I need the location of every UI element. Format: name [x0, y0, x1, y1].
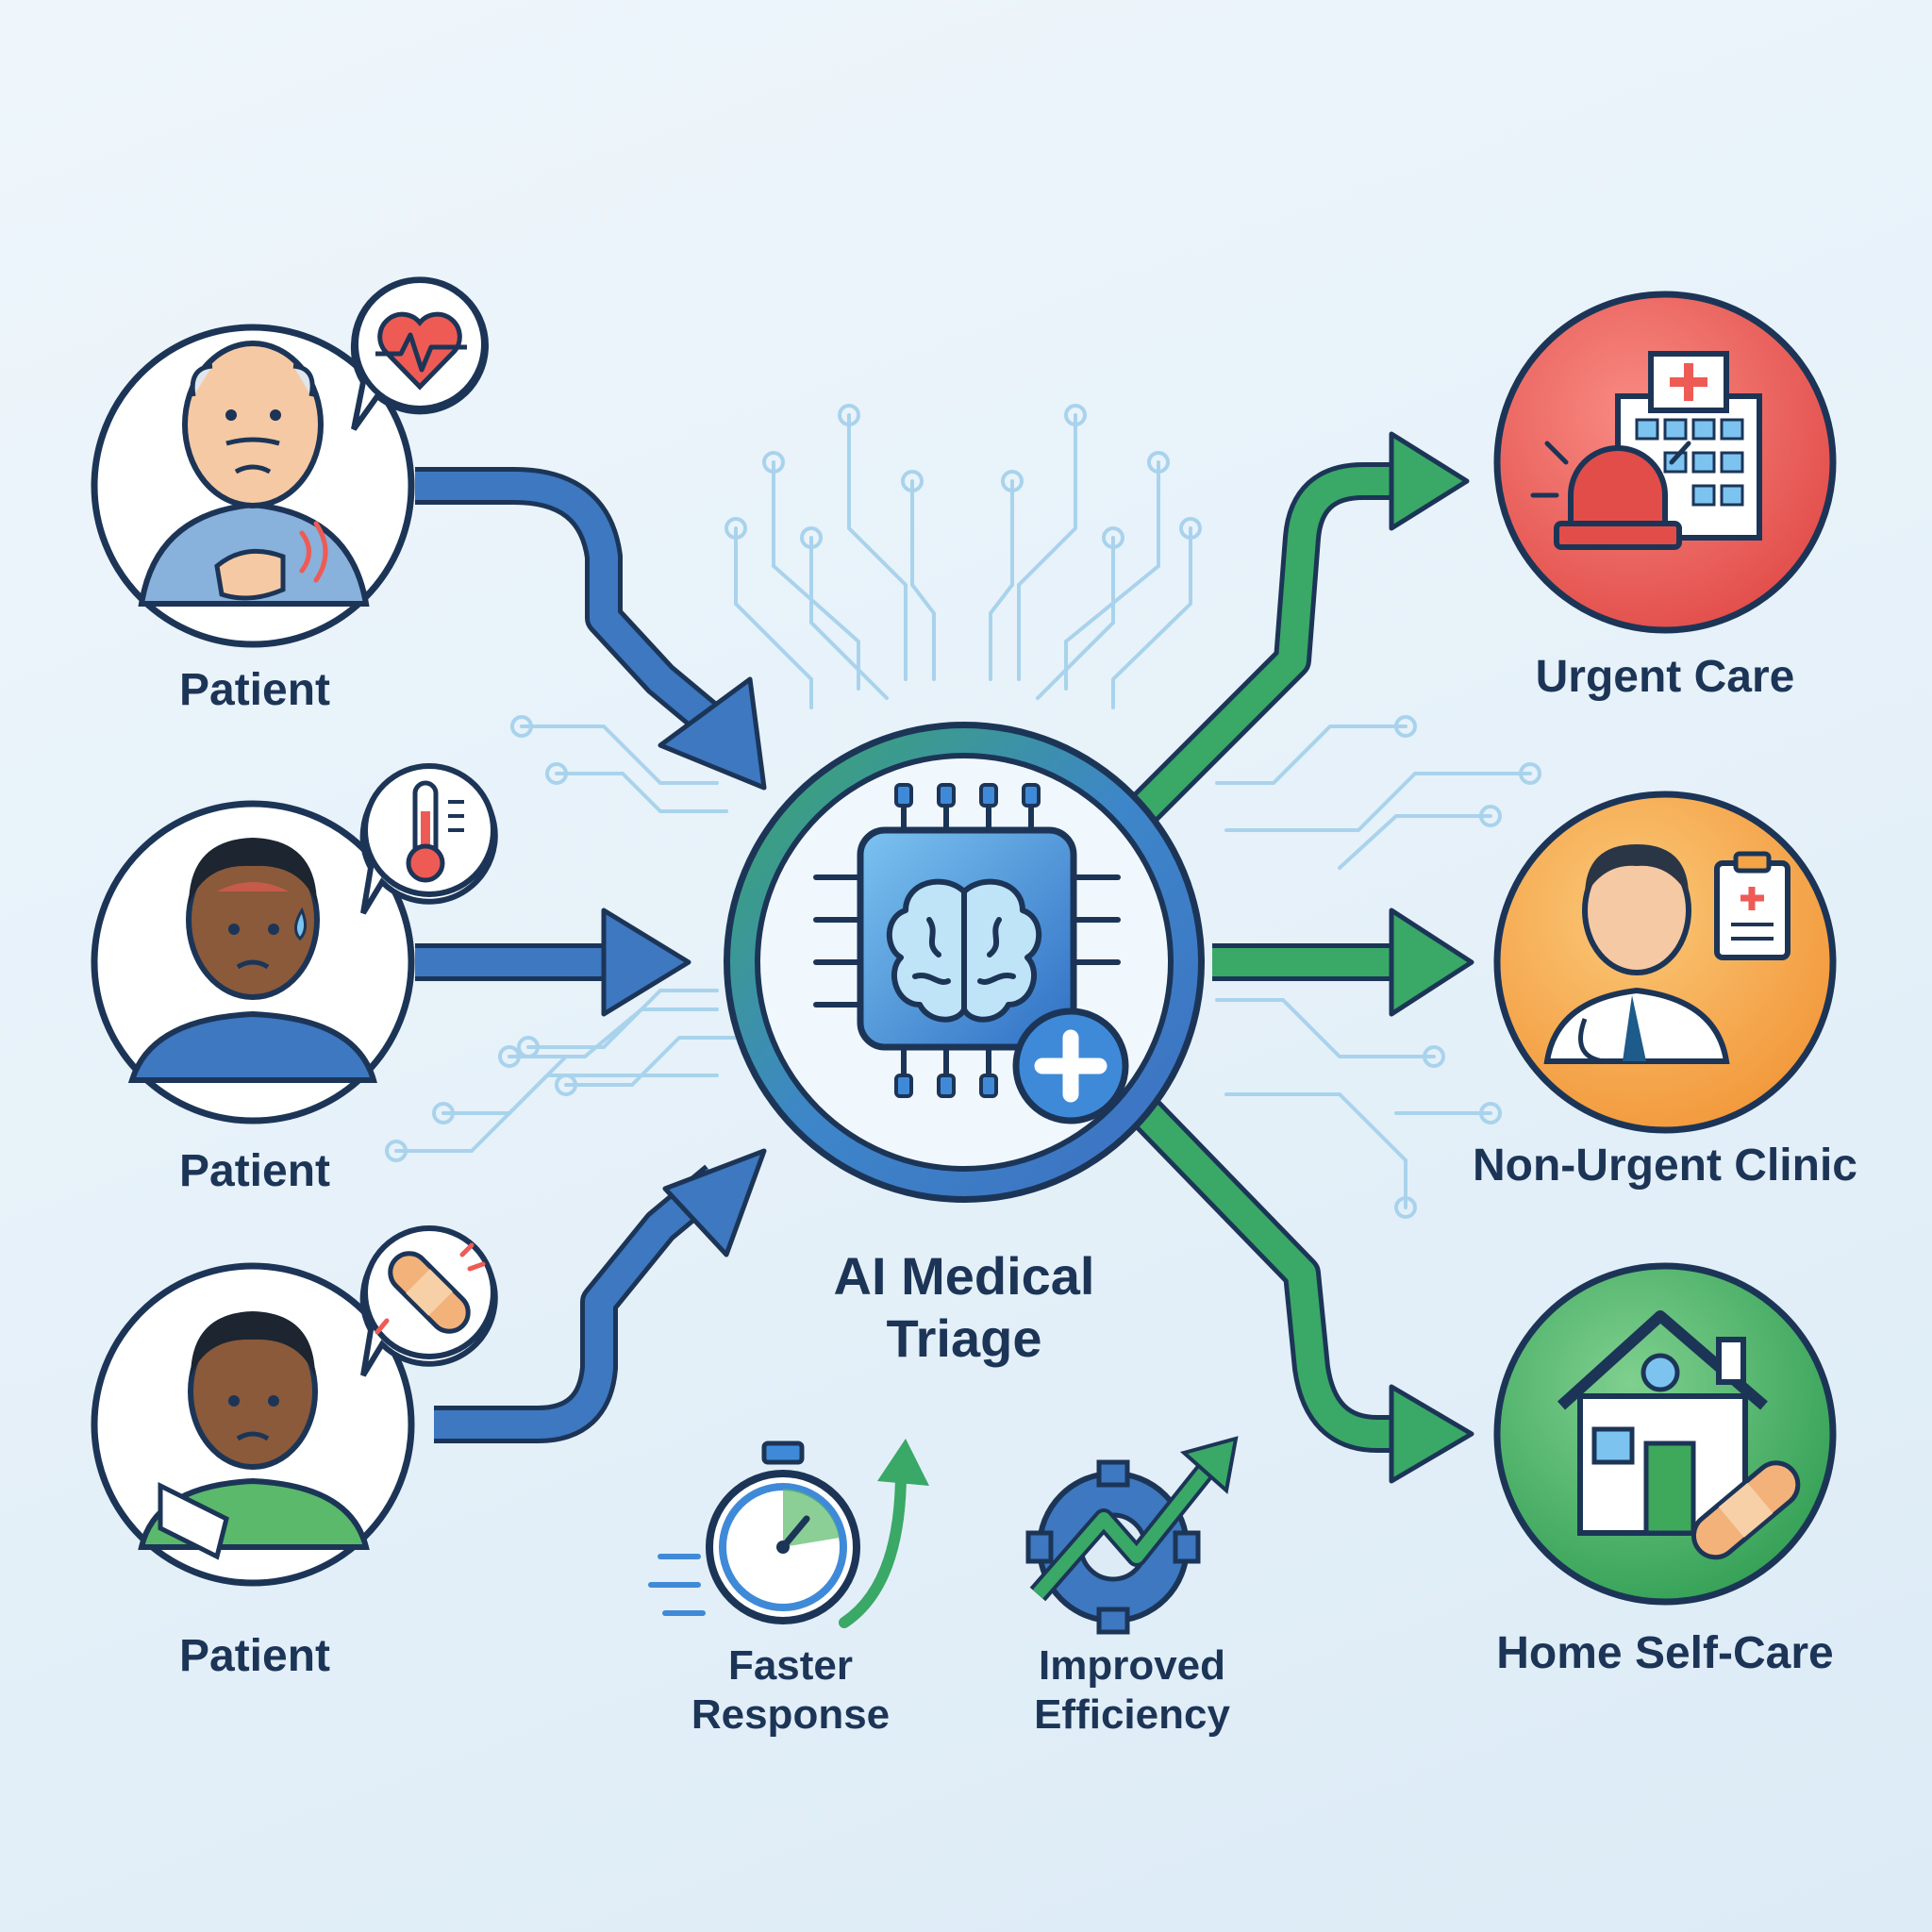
- patient-3-avatar: [91, 1262, 415, 1587]
- gear-growth-icon: [1025, 1436, 1239, 1635]
- bandage-icon: [359, 1225, 498, 1377]
- input-arrow-2-head: [601, 908, 691, 1017]
- heart-rate-icon: [350, 276, 489, 431]
- input-arrow-1-head: [658, 676, 767, 791]
- doctor-clipboard-icon: [1493, 791, 1837, 1134]
- stopwatch-icon: [648, 1439, 929, 1628]
- patient-2-label: Patient: [178, 1146, 331, 1196]
- ai-brain-chip-icon: [813, 783, 1129, 1124]
- benefit-faster-response-line1: Faster: [727, 1642, 854, 1689]
- output-arrow-2-head: [1389, 908, 1474, 1017]
- circuit-traces: [385, 404, 1541, 1219]
- benefit-improved-efficiency-line2: Efficiency: [1034, 1690, 1230, 1738]
- destination-non-urgent-clinic-label: Non-Urgent Clinic: [1473, 1141, 1857, 1191]
- output-arrow-1-head: [1389, 431, 1470, 531]
- input-arrows: [415, 467, 767, 1443]
- patient-3-label: Patient: [178, 1631, 331, 1681]
- ai-triage-hub: [724, 722, 1205, 1203]
- input-arrow-3-head: [662, 1148, 767, 1257]
- benefit-improved-efficiency-line1: Improved: [1038, 1642, 1226, 1689]
- benefit-faster-response-line2: Response: [691, 1690, 891, 1738]
- center-title-line2: Triage: [886, 1308, 1042, 1369]
- destination-home-self-care-label: Home Self-Care: [1496, 1628, 1834, 1678]
- destination-urgent-care-label: Urgent Care: [1535, 652, 1795, 702]
- output-arrows: [1127, 431, 1474, 1484]
- benefit-faster-response-label: Faster Response: [640, 1641, 941, 1740]
- home-bandage-icon: [1493, 1262, 1837, 1606]
- patient-1-label: Patient: [178, 665, 331, 715]
- center-title: AI Medical Triage: [766, 1245, 1162, 1370]
- patient-1-avatar: [91, 324, 415, 648]
- patient-2-avatar: [91, 800, 415, 1124]
- center-title-line1: AI Medical: [833, 1246, 1095, 1306]
- output-arrow-3-head: [1389, 1384, 1474, 1484]
- benefit-improved-efficiency-label: Improved Efficiency: [981, 1641, 1283, 1740]
- hospital-siren-icon: [1493, 291, 1837, 634]
- thermometer-icon: [359, 763, 498, 915]
